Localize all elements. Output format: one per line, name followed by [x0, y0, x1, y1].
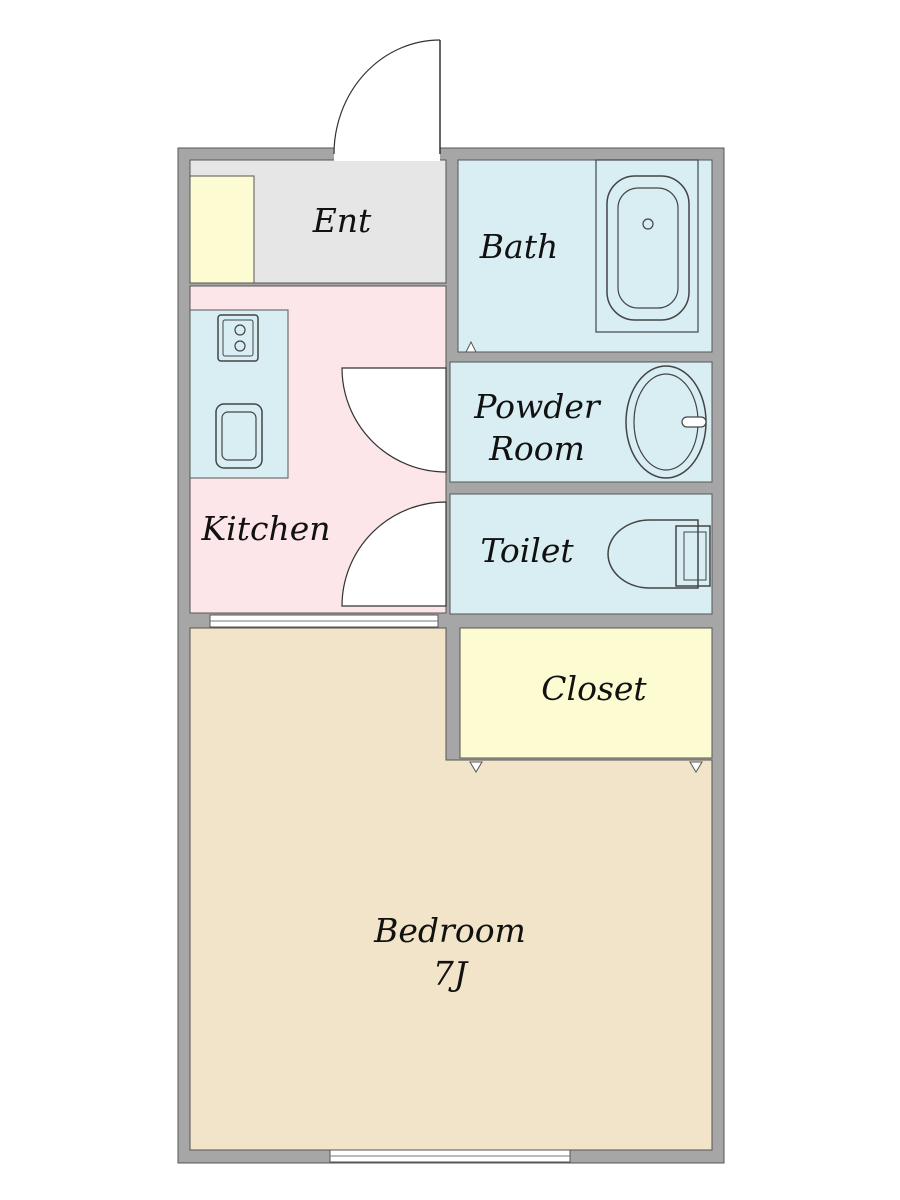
- wash-basin-icon: [625, 365, 707, 479]
- powder-room-label-line1: Powder: [473, 387, 602, 426]
- toilet-floor: [449, 493, 713, 615]
- kitchen-sink-icon: [215, 403, 263, 469]
- closet-floor: [459, 627, 713, 759]
- toilet-icon: [607, 519, 711, 589]
- toilet-door[interactable]: [341, 501, 447, 607]
- entrance-door-gap: [334, 147, 440, 161]
- shoe-cabinet: [189, 175, 255, 284]
- bedroom-label: Bedroom: [373, 911, 526, 950]
- bath-door-marker: [465, 340, 477, 353]
- bathtub-icon: [595, 159, 699, 333]
- entrance-door-swing: [333, 39, 441, 155]
- stove-icon: [217, 314, 259, 362]
- powder-room-floor: [449, 361, 713, 483]
- bath-label: Bath: [479, 227, 558, 266]
- bedroom-floor: [189, 627, 713, 1151]
- closet-door-marker-left: [469, 761, 483, 773]
- closet-label: Closet: [541, 669, 647, 708]
- closet-door-marker-right: [689, 761, 703, 773]
- kitchen-label: Kitchen: [201, 509, 331, 548]
- toilet-label: Toilet: [480, 531, 574, 570]
- powder-room-label-line2: Room: [488, 429, 585, 468]
- ent-label: Ent: [312, 201, 372, 240]
- bedroom-size-label: 7J: [433, 954, 469, 993]
- powder-room-door[interactable]: [341, 367, 447, 473]
